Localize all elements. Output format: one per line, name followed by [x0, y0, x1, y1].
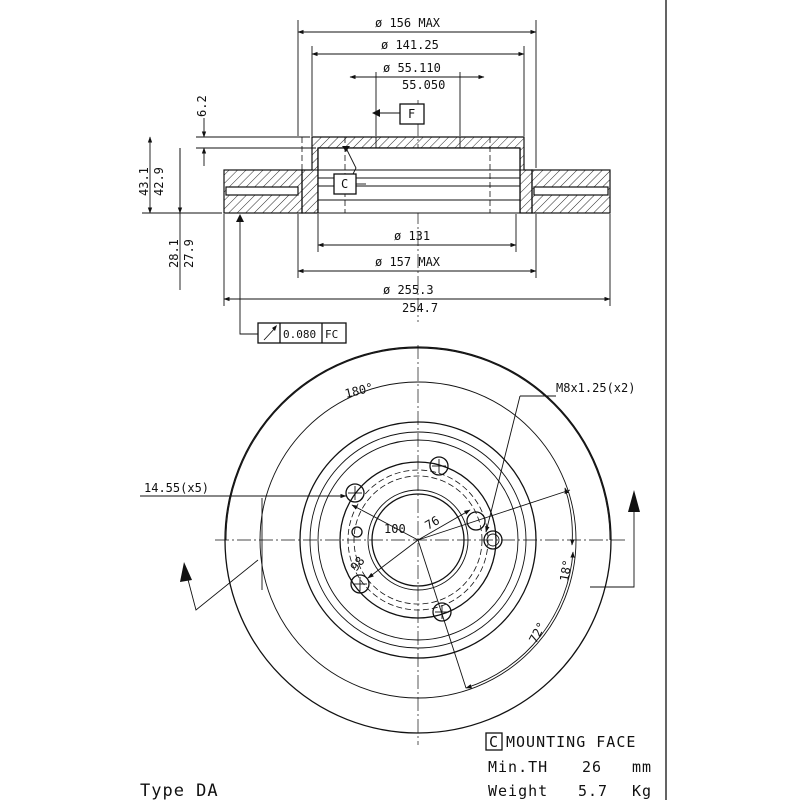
- section-arrow-right-icon: [590, 500, 635, 588]
- dim-43-1: 43.1: [137, 167, 151, 196]
- dim-55-050: 55.050: [402, 78, 445, 92]
- dim-157-max: ø 157 MAX: [375, 255, 441, 269]
- dim-pcd-100: 100: [384, 522, 406, 536]
- min-th-label: Min.TH: [488, 758, 548, 776]
- bolt-holes: [345, 456, 486, 622]
- hub-circle: [339, 461, 497, 619]
- dim-55-110: ø 55.110: [383, 61, 441, 75]
- threaded-hole: [483, 530, 503, 550]
- front-view: 100 76 98 180° M8x1.25(x2) 14.55(x5) 18°…: [140, 345, 640, 745]
- dim-27-9: 27.9: [182, 239, 196, 268]
- thread-spec: M8x1.25(x2): [556, 381, 635, 395]
- section-arrow-left-icon: [185, 559, 259, 611]
- datum-f-box: [399, 103, 425, 125]
- type-label: Type DA: [140, 781, 219, 800]
- dim-131: ø 131: [394, 229, 430, 243]
- min-th-value: 26: [582, 758, 602, 776]
- dim-6-2: 6.2: [195, 95, 209, 117]
- hole-spec: 14.55(x5): [144, 481, 209, 495]
- center-bore: [371, 493, 465, 587]
- dim-76: 76: [423, 513, 443, 532]
- datum-f-label: F: [408, 107, 415, 121]
- weight-value: 5.7: [578, 782, 608, 800]
- legend-c-letter: C: [489, 733, 499, 751]
- dim-98: 98: [348, 554, 368, 574]
- dim-42-9: 42.9: [152, 167, 166, 196]
- dim-28-1: 28.1: [167, 239, 181, 268]
- weight-label: Weight: [488, 782, 548, 800]
- min-th-unit: mm: [632, 758, 652, 776]
- legend-c-box: [485, 732, 503, 751]
- weight-unit: Kg: [632, 782, 652, 800]
- datum-c-label: C: [341, 177, 348, 191]
- legend: C MOUNTING FACE Min.TH 26 mm Weight 5.7 …: [485, 732, 652, 800]
- dim-141-25: ø 141.25: [381, 38, 439, 52]
- angle-180: 180°: [343, 380, 374, 401]
- tolerance-frame: [257, 322, 347, 344]
- dim-254-7: 254.7: [402, 301, 438, 315]
- disc-outer-circle: [224, 346, 612, 734]
- tolerance-value: 0.080: [283, 328, 316, 341]
- datum-c-box: [333, 173, 357, 195]
- legend-mounting-face: MOUNTING FACE: [506, 733, 636, 751]
- angle-72: 72°: [526, 620, 549, 646]
- tolerance-ref: FC: [325, 328, 338, 341]
- dim-156-max: ø 156 MAX: [375, 16, 441, 30]
- dim-255-3: ø 255.3: [383, 283, 434, 297]
- side-section-view: ø 156 MAX ø 141.25 ø 55.110 55.050 F 6.2…: [137, 16, 611, 344]
